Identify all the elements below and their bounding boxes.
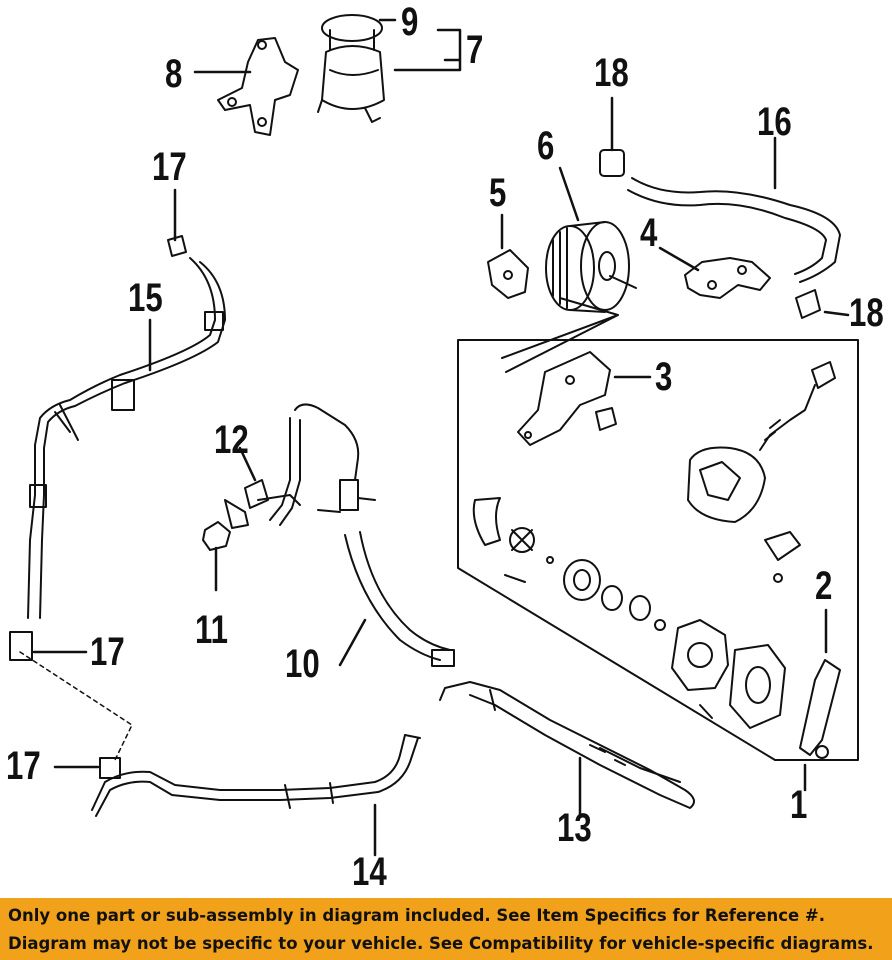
bracket-5-part — [487, 249, 529, 299]
callout-11: 11 — [195, 608, 228, 652]
hose-14-part — [91, 734, 421, 817]
nut-11-part — [202, 521, 231, 551]
callout-15: 15 — [128, 276, 163, 320]
callout-17-bottom: 17 — [6, 744, 41, 788]
disclaimer-line-1: Only one part or sub-assembly in diagram… — [8, 906, 826, 925]
bracket-4-part — [684, 257, 771, 299]
callout-3: 3 — [655, 355, 673, 399]
leader-lines — [32, 18, 850, 857]
callout-14: 14 — [352, 850, 387, 894]
callout-17-mid: 17 — [90, 630, 125, 674]
callout-18-top: 18 — [594, 51, 629, 95]
callout-6: 6 — [537, 124, 555, 168]
callout-4: 4 — [640, 211, 658, 255]
callout-10: 10 — [285, 642, 320, 686]
disclaimer-line-2: Diagram may not be specific to your vehi… — [8, 934, 874, 953]
callout-16: 16 — [757, 100, 792, 144]
callout-9: 9 — [401, 0, 419, 44]
hose-16-part — [599, 149, 841, 319]
callout-18-right: 18 — [849, 291, 884, 335]
callout-7: 7 — [466, 28, 484, 72]
hose-12-part — [224, 479, 301, 529]
reservoir-part — [317, 14, 385, 123]
pulley-part — [545, 221, 637, 313]
hose-15-part — [9, 235, 226, 661]
callout-5: 5 — [489, 171, 507, 215]
callout-17-top: 17 — [152, 145, 187, 189]
strap-2-part — [799, 659, 841, 759]
callout-2: 2 — [815, 564, 833, 608]
bracket-3-part — [517, 351, 617, 446]
callout-12: 12 — [214, 418, 249, 462]
bracket-part — [217, 37, 299, 136]
dashed-link — [19, 651, 133, 761]
callout-13: 13 — [557, 806, 592, 850]
pump-internals — [472, 361, 836, 729]
hose-10-part — [269, 403, 455, 667]
hose-13-part — [439, 681, 695, 809]
callout-8: 8 — [165, 52, 183, 96]
power-steering-parts-diagram — [9, 14, 859, 857]
disclaimer-footer: Only one part or sub-assembly in diagram… — [0, 898, 892, 960]
callout-1: 1 — [790, 783, 808, 827]
pump-assembly-box — [457, 297, 859, 761]
